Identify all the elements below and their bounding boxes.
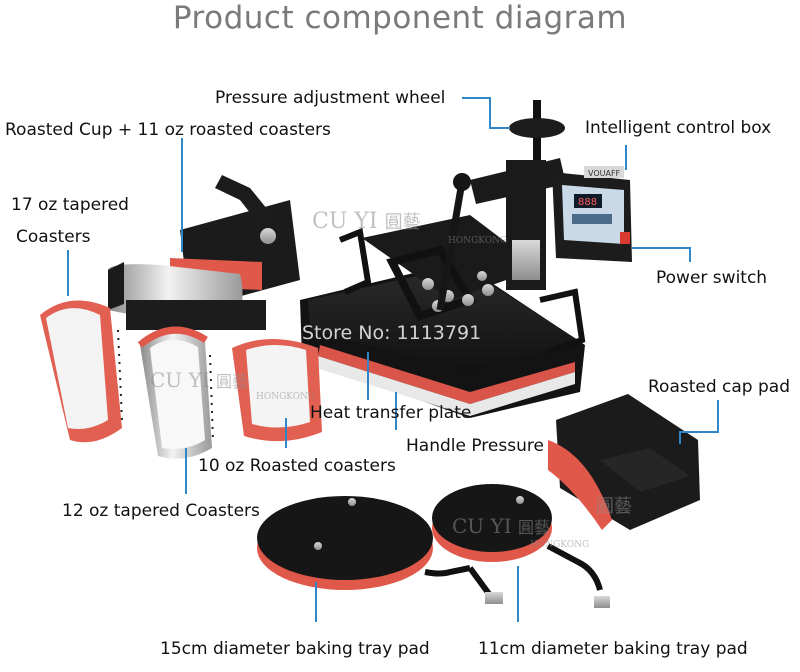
control-display <box>574 194 602 208</box>
bolt <box>422 278 434 290</box>
watermark-sub-3: HONGKONG <box>530 540 590 550</box>
leader-pressure-wheel <box>462 97 510 129</box>
label-tray15: 15cm diameter baking tray pad <box>160 639 430 659</box>
tray-15cm-plate <box>257 496 433 580</box>
press-handle-left <box>338 227 372 295</box>
control-display-value: 888 <box>578 197 597 208</box>
cap-pad-rubber <box>548 440 612 530</box>
label-power-switch: Power switch <box>656 268 768 288</box>
label-cap-pad: Roasted cap pad <box>648 377 791 397</box>
label-control-box: Intelligent control box <box>585 118 772 138</box>
leader-power-switch <box>632 247 691 262</box>
label-17oz-line2: Coasters <box>16 227 91 247</box>
tray-11cm-connector <box>594 596 610 608</box>
silver-mug-clamp <box>108 262 266 330</box>
tray-15cm-connector <box>485 592 503 604</box>
press-arm <box>470 158 566 204</box>
press-lever <box>436 181 466 311</box>
power-switch <box>620 232 630 244</box>
control-buttons <box>572 214 612 224</box>
label-tray11: 11cm diameter baking tray pad <box>478 639 748 659</box>
heat-plate-red-edge <box>318 345 575 404</box>
label-12oz: 12 oz tapered Coasters <box>62 501 260 521</box>
tray-15cm-cable <box>424 565 495 600</box>
leader-lines <box>67 97 719 622</box>
label-heat-plate: Heat transfer plate <box>310 403 472 423</box>
tray-pad-15cm <box>257 496 503 604</box>
tray-11cm-cable <box>546 543 603 591</box>
label-10oz: 10 oz Roasted coasters <box>198 456 396 476</box>
bolt <box>462 294 474 306</box>
watermark-top: CU YI 圓藝 <box>312 209 421 234</box>
watermark-cap-pad: 圓藝 <box>596 496 632 517</box>
label-17oz-line1: 17 oz tapered <box>11 195 129 215</box>
heat-transfer-plate <box>308 266 578 372</box>
label-pressure-wheel: Pressure adjustment wheel <box>215 88 446 108</box>
control-box-top-label <box>584 166 624 178</box>
watermark-bottom: CU YI 圓藝 <box>452 514 550 538</box>
watermark-left: CU YI 圓藝 <box>150 368 248 392</box>
bolt <box>477 271 487 281</box>
coaster-17oz-tapered <box>40 300 123 443</box>
tray-pad-11cm <box>432 484 610 608</box>
cup-press-handle <box>215 175 280 236</box>
page-title: Product component diagram <box>172 0 628 36</box>
bolt <box>482 284 494 296</box>
coaster-10oz-roasted <box>232 339 322 442</box>
leader-cap-pad <box>679 400 719 444</box>
coaster-12oz-tapered <box>137 326 214 459</box>
label-handle-pressure: Handle Pressure <box>406 436 544 456</box>
watermark-sub-1: HONGKONG <box>448 236 508 246</box>
control-box-brand: VOUAFF <box>588 169 621 178</box>
heat-press-main: 888 VOUAFF <box>300 100 632 418</box>
press-handle-right <box>539 288 586 355</box>
store-number: Store No: 1113791 <box>302 322 482 344</box>
watermark-sub-2: HONGKONG <box>256 392 316 402</box>
label-roasted-cup: Roasted Cup + 11 oz roasted coasters <box>5 120 331 140</box>
roasted-cap-pad <box>548 394 700 530</box>
pressure-adjustment-wheel <box>509 118 565 138</box>
